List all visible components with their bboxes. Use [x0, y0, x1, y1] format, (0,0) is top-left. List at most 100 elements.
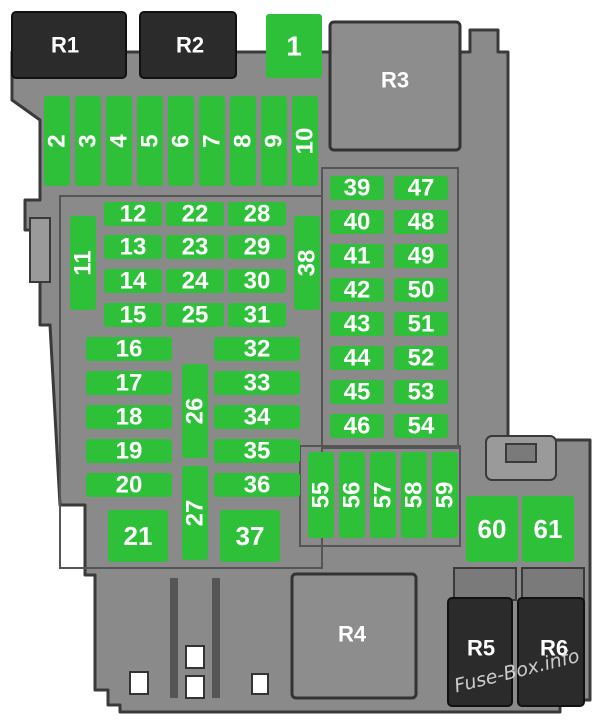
- fuse-6-label: 6: [168, 134, 195, 147]
- relay-socket-outline: [505, 443, 537, 463]
- fuse-15: [104, 303, 162, 327]
- fuse-42-label: 42: [344, 277, 371, 304]
- fuse-24-label: 24: [182, 268, 209, 295]
- fuse-31: [228, 303, 286, 327]
- fuse-33-label: 33: [244, 370, 271, 397]
- fuse-60: [466, 496, 518, 562]
- relay-r5-label: R5: [467, 636, 495, 661]
- fuse-47-label: 47: [408, 175, 435, 202]
- fuse-9: [261, 96, 287, 186]
- relay-r6: [517, 597, 585, 707]
- relay-r3-label: R3: [381, 68, 409, 93]
- fuse-40: [330, 210, 384, 234]
- relay-r6-label: R6: [540, 636, 568, 661]
- fuse-56: [339, 452, 365, 538]
- relay-socket-outline: [453, 567, 517, 601]
- fuse-61: [522, 496, 574, 562]
- fuse-40-label: 40: [344, 209, 371, 236]
- fuse-22-label: 22: [182, 201, 209, 228]
- fuse-2: [44, 96, 70, 186]
- fuse-13-label: 13: [120, 234, 147, 261]
- fuse-43-label: 43: [344, 311, 371, 338]
- fuse-53-label: 53: [408, 379, 435, 406]
- fuse-55: [308, 452, 334, 538]
- fuse-48-label: 48: [408, 209, 435, 236]
- fuse-22: [166, 202, 224, 226]
- fuse-5-label: 5: [137, 134, 164, 147]
- fuse-9-label: 9: [261, 134, 288, 147]
- fuse-52: [394, 346, 448, 370]
- fuse-37-label: 37: [236, 521, 265, 551]
- relay-r4: [290, 572, 418, 700]
- fuse-58: [401, 452, 427, 538]
- fuse-5: [137, 96, 163, 186]
- bottom-rib: [212, 578, 220, 698]
- relay-r5: [447, 597, 513, 707]
- relay-r4-label: R4: [338, 622, 367, 647]
- fuse-21-label: 21: [124, 521, 153, 551]
- fuse-4-label: 4: [106, 134, 133, 148]
- side-connector: [29, 217, 51, 283]
- fuse-20-label: 20: [116, 472, 143, 499]
- fuse-55-label: 55: [308, 482, 335, 509]
- fuse-54-label: 54: [408, 413, 435, 440]
- fuse-19: [86, 439, 172, 463]
- fuse-7: [199, 96, 225, 186]
- fuse-13: [104, 235, 162, 259]
- fuse-39: [330, 176, 384, 200]
- fuse-50-label: 50: [408, 277, 435, 304]
- fuse-42: [330, 278, 384, 302]
- fuse-38: [294, 216, 320, 310]
- fuse-44: [330, 346, 384, 370]
- fuse-49: [394, 244, 448, 268]
- fuse-32-label: 32: [244, 336, 271, 363]
- fuse-32: [214, 337, 300, 361]
- relay-r2-label: R2: [176, 33, 204, 58]
- fuse-44-label: 44: [344, 345, 371, 372]
- fuse-7-label: 7: [199, 134, 226, 147]
- fuse-3: [75, 96, 101, 186]
- fuse-17-label: 17: [116, 370, 143, 397]
- fuse-23-label: 23: [182, 234, 209, 261]
- fuse-58-label: 58: [401, 482, 428, 509]
- fuse-12-label: 12: [120, 201, 147, 228]
- fuse-41: [330, 244, 384, 268]
- fuse-43: [330, 312, 384, 336]
- fuse-16: [86, 337, 172, 361]
- fuse-28: [228, 202, 286, 226]
- fuse-18-label: 18: [116, 404, 143, 431]
- fuse-50: [394, 278, 448, 302]
- fuse-1-label: 1: [286, 31, 302, 62]
- fuse-45: [330, 380, 384, 404]
- bottom-rib: [170, 578, 178, 698]
- relay-r2: [139, 11, 237, 79]
- fuse-23: [166, 235, 224, 259]
- bottom-slot: [185, 645, 205, 669]
- fuse-34-label: 34: [244, 404, 271, 431]
- fuse-49-label: 49: [408, 243, 435, 270]
- fuse-11-label: 11: [70, 250, 97, 275]
- bottom-slot: [251, 673, 269, 695]
- fuse-35: [214, 439, 300, 463]
- fuse-37: [220, 510, 280, 562]
- fuse-21: [108, 510, 168, 562]
- fuse-26-label: 26: [182, 398, 209, 425]
- fuse-27-label: 27: [182, 500, 209, 527]
- fuse-45-label: 45: [344, 379, 371, 406]
- relay-socket-outline: [521, 567, 585, 601]
- fuse-16-label: 16: [116, 336, 143, 363]
- fuse-56-label: 56: [339, 482, 366, 509]
- fuse-57-label: 57: [370, 482, 397, 509]
- fuse-11: [70, 216, 96, 310]
- fuse-27: [182, 466, 208, 560]
- fuse-19-label: 19: [116, 438, 143, 465]
- fuse-1: [266, 14, 322, 78]
- fuse-29: [228, 235, 286, 259]
- fuse-26: [182, 364, 208, 458]
- fuse-51-label: 51: [408, 311, 435, 338]
- fuse-12: [104, 202, 162, 226]
- fuse-41-label: 41: [344, 243, 371, 270]
- fuse-4: [106, 96, 132, 186]
- fuse-36-label: 36: [244, 472, 271, 499]
